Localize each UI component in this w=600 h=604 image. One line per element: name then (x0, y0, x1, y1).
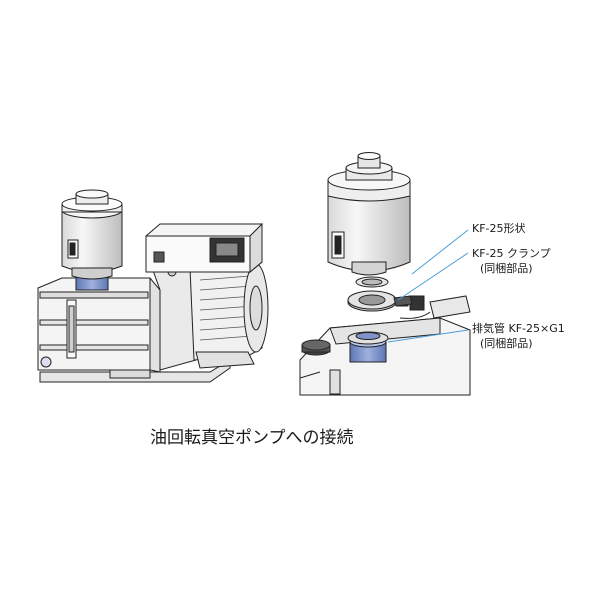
label-kf25-shape: KF-25形状 (472, 222, 526, 235)
figure-caption: 油回転真空ポンプへの接続 (150, 428, 354, 448)
label-kf25-clamp: KF-25 クランプ (472, 247, 551, 260)
leader-lines (387, 229, 469, 343)
exploded-view (299, 152, 471, 396)
label-exhaust-pipe: 排気管 KF-25×G1 (472, 322, 565, 335)
label-exhaust-pipe-note: (同梱部品) (480, 337, 533, 350)
label-kf25-clamp-note: (同梱部品) (480, 262, 533, 275)
rotary-vacuum-pump (37, 189, 269, 383)
